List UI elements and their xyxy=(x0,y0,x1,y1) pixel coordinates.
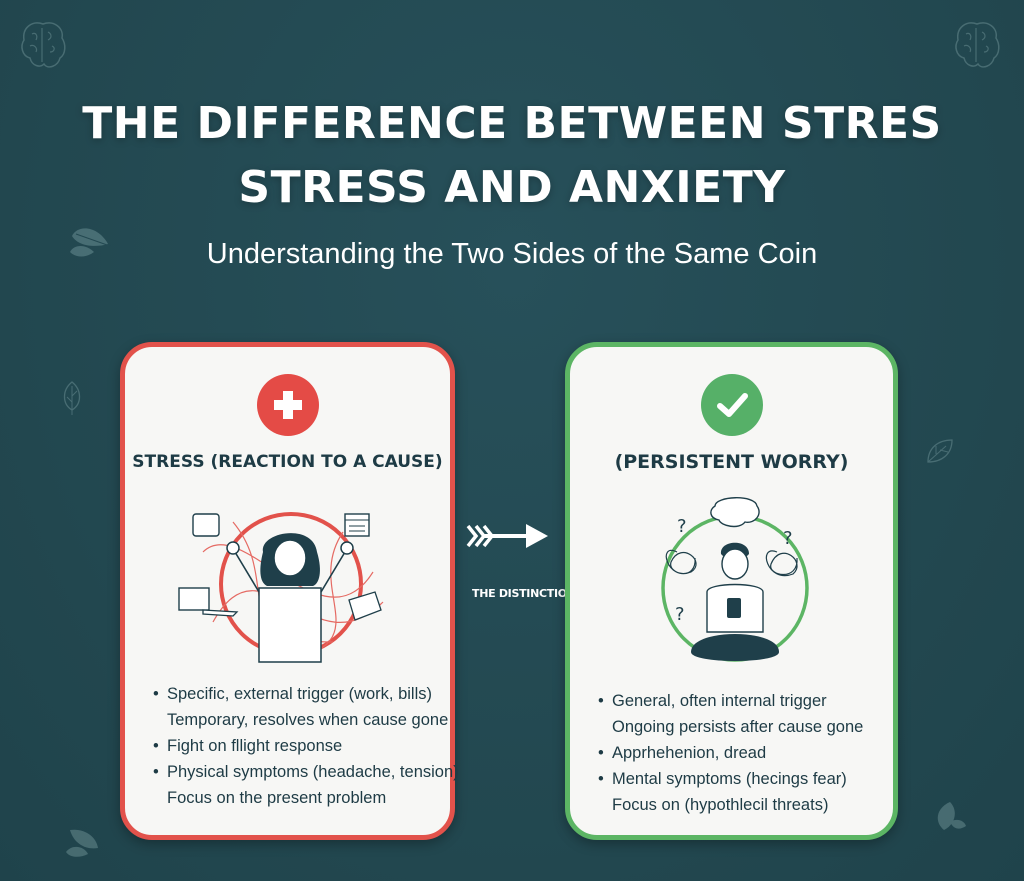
leaf-outline-icon xyxy=(927,439,953,463)
stressed-woman-illustration xyxy=(177,512,383,663)
svg-text:?: ? xyxy=(675,604,685,625)
stress-card-title: STRESS (REACTION TO A CAUSE) xyxy=(132,452,443,472)
svg-text:?: ? xyxy=(783,528,793,549)
list-item: Fight on fllight response xyxy=(153,733,450,759)
leaf-outline-icon xyxy=(63,381,81,415)
title-line-2: STRESS AND ANXIETY xyxy=(238,162,786,213)
distinction-label: THE DISTINCTIO xyxy=(472,587,567,600)
page-title: THE DIFFERENCE BETWEEN STRES STRESS AND … xyxy=(0,92,1024,220)
list-item: Mental symptoms (hecings fear) xyxy=(598,766,893,792)
worried-man-illustration: ? ? ? xyxy=(660,497,809,662)
plus-icon xyxy=(256,374,319,436)
list-item: Specific, external trigger (work, bills) xyxy=(153,681,450,707)
brain-icon xyxy=(21,22,66,68)
anxiety-card: (PERSISTENT WORRY) ? ? ? General, often … xyxy=(565,342,898,840)
leaf-icon xyxy=(937,802,966,830)
anxiety-characteristics-list: General, often internal trigger Ongoing … xyxy=(598,688,893,818)
list-item: General, often internal trigger xyxy=(598,688,893,714)
stress-characteristics-list: Specific, external trigger (work, bills)… xyxy=(153,681,459,811)
anxiety-card-title: (PERSISTENT WORRY) xyxy=(614,451,849,473)
list-item: Physical symptoms (headache, tension) xyxy=(153,759,459,785)
list-item: Apprhehenion, dread xyxy=(598,740,893,766)
title-line-1: THE DIFFERENCE BETWEEN STRES xyxy=(82,98,942,149)
check-icon xyxy=(700,374,763,436)
list-item: Temporary, resolves when cause gone xyxy=(167,711,449,729)
leaf-icon xyxy=(66,829,98,857)
arrow-right-icon xyxy=(466,524,548,548)
list-item: Focus on the present problem xyxy=(167,789,387,807)
stress-card: STRESS (REACTION TO A CAUSE) Specific, e… xyxy=(120,342,459,840)
leaf-icon xyxy=(70,228,111,257)
list-item: Ongoing persists after cause gone xyxy=(612,718,864,736)
svg-text:?: ? xyxy=(677,516,687,537)
list-item: Focus on (hypothlecil threats) xyxy=(612,796,829,814)
brain-icon xyxy=(955,22,1000,68)
page-subtitle: Understanding the Two Sides of the Same … xyxy=(206,238,818,270)
